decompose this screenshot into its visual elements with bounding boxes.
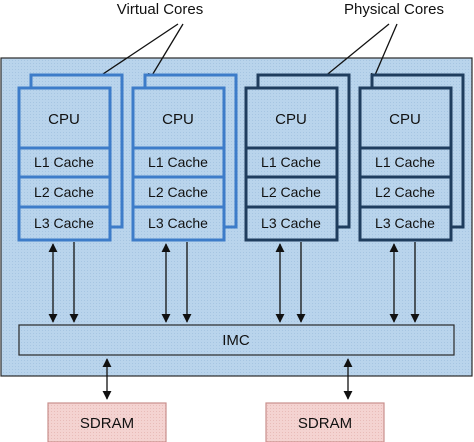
l3-cache-label: L3 Cache [148,215,208,231]
core-front-frame [358,86,453,242]
core-physical-1: CPU L1 Cache L2 Cache L3 Cache [244,73,351,242]
l2-cache-label: L2 Cache [34,184,94,200]
imc-box [18,324,455,356]
imc-label: IMC [222,332,250,349]
cpu-label: CPU [389,111,421,128]
physical-cores-label: Physical Cores [344,1,444,18]
sdram-label-1: SDRAM [80,415,134,432]
sdram-label-2: SDRAM [298,415,352,432]
core-virtual-1: CPU L1 Cache L2 Cache L3 Cache [17,73,124,242]
l3-cache-label: L3 Cache [34,215,94,231]
cpu-label: CPU [48,111,80,128]
core-front-frame [131,86,226,242]
cpu-label: CPU [162,111,194,128]
core-front-frame [244,86,339,242]
l2-cache-label: L2 Cache [148,184,208,200]
imc-sdram-links [102,358,353,400]
virtual-cores-label: Virtual Cores [117,1,203,18]
l1-cache-label: L1 Cache [34,154,94,170]
l3-cache-label: L3 Cache [261,215,321,231]
sdram-box-1 [47,402,167,442]
l2-cache-label: L2 Cache [375,184,435,200]
core-virtual-2: CPU L1 Cache L2 Cache L3 Cache [131,73,238,242]
l2-cache-label: L2 Cache [261,184,321,200]
l1-cache-label: L1 Cache [261,154,321,170]
cpu-label: CPU [275,111,307,128]
sdram-box-2 [265,402,385,442]
l3-cache-label: L3 Cache [375,215,435,231]
l1-cache-label: L1 Cache [375,154,435,170]
core-imc-links [48,242,420,323]
core-physical-2: CPU L1 Cache L2 Cache L3 Cache [358,73,465,242]
core-front-frame [17,86,112,242]
l1-cache-label: L1 Cache [148,154,208,170]
